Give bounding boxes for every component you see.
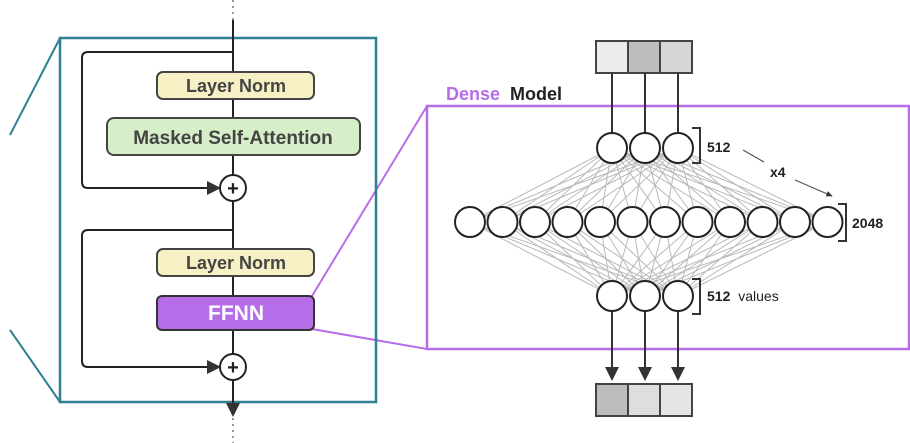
add-node-1 [219,174,247,202]
network-neurons [454,132,844,312]
edge-input-hidden [599,147,679,223]
output-neuron [662,280,694,312]
input-cell-1 [595,40,629,74]
output-vector [595,383,693,417]
output-neuron [629,280,661,312]
input-layer-size: 512 [707,139,731,155]
input-layer-bracket [692,127,701,164]
output-layer-bracket [692,278,701,315]
hidden-neuron [811,206,844,238]
attention-box [106,117,361,156]
edge-hidden-output [502,221,613,297]
hidden-neuron [486,206,519,238]
output-cell-3 [659,383,693,417]
hidden-layer-bracket [838,203,847,242]
edge-hidden-output [611,221,698,297]
edge-input-hidden [677,147,796,223]
add-node-1-symbol: + [227,178,239,200]
hidden-layer-size: 2048 [852,215,883,231]
layer-norm-2-label: Layer Norm [186,253,286,273]
zoom-line-ffnn-top [311,105,428,297]
output-layer-suffix: values [738,288,778,304]
dense-title-accent: Dense [446,84,500,104]
edge-hidden-output [534,221,613,297]
output-neuron [596,280,628,312]
input-neuron [596,132,628,164]
residual-connection-2 [81,229,233,374]
input-vector [595,40,693,74]
multiplier-label: x4 [770,164,786,180]
input-neuron [629,132,661,164]
add-node-2 [219,353,247,381]
input-neuron [662,132,694,164]
zoom-line-block-bottom [9,329,61,403]
ffnn-box [156,295,315,331]
ffnn-label: FFNN [208,302,264,325]
hidden-neuron [681,206,714,238]
hidden-neuron [714,206,746,238]
hidden-neuron [616,206,649,238]
input-cell-3 [659,40,693,74]
output-layer-count: 512 [707,288,731,304]
zoom-line-block-top [9,37,61,136]
hidden-neuron [746,206,779,238]
edge-input-hidden [677,147,763,223]
layer-norm-1-box [156,71,315,100]
hidden-neuron [584,206,616,238]
hidden-neuron [779,206,811,238]
multiplier-arrow-2 [794,179,833,197]
residual-connection-1 [81,51,233,195]
output-cell-2 [627,383,661,417]
layer-norm-2-box [156,248,315,277]
hidden-neuron [649,206,681,238]
dense-title-rest: Model [510,84,562,104]
add-node-2-symbol: + [227,357,239,379]
zoom-line-ffnn-bottom [311,328,428,350]
edge-hidden-output [611,221,731,297]
attention-label: Masked Self-Attention [133,128,333,149]
hidden-neuron [551,206,584,238]
multiplier-arrow [742,149,765,163]
edge-input-hidden [567,147,679,223]
hidden-neuron [454,206,486,238]
output-cell-1 [595,383,629,417]
input-cell-2 [627,40,661,74]
dense-model-title: Dense Model [446,84,562,104]
dense-model-frame [425,104,910,351]
hidden-neuron [519,206,551,238]
output-layer-size: 512 values [707,288,779,304]
decoder-block-frame [58,36,378,404]
layer-norm-1-label: Layer Norm [186,76,286,96]
